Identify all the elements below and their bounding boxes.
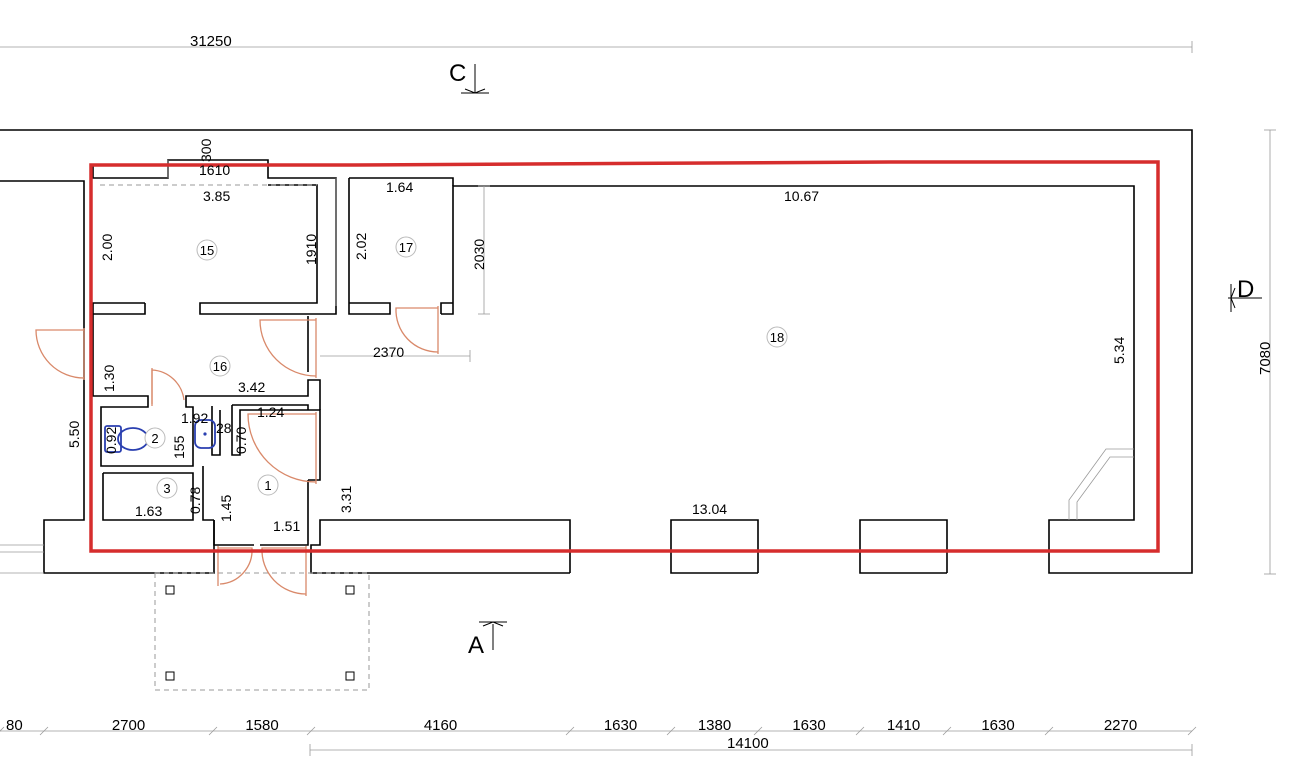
svg-text:17: 17	[399, 240, 413, 255]
outer-walls	[0, 129, 1193, 574]
bottom-segment-label: 4160	[424, 717, 457, 734]
bottom-segment-label: 1630	[981, 717, 1014, 734]
label-070: 0.70	[233, 427, 249, 454]
label-28: 28	[216, 420, 232, 436]
label-r16-width: 3.42	[238, 379, 265, 395]
room-number-16: 16	[209, 355, 231, 377]
label-r1-height: 1.45	[218, 495, 234, 522]
room-number-1: 1	[257, 474, 279, 496]
top-dimension: 31250	[0, 33, 1193, 53]
label-2370: 2370	[373, 344, 404, 360]
bottom-segment-label: 1380	[698, 717, 731, 734]
room-16-walls	[92, 314, 321, 546]
bottom-dimension-chain: 14100 80 2700 1580 4160 1630 1380 1630 1410 1630…	[0, 717, 1197, 756]
label-r17-height: 2.02	[353, 233, 369, 260]
bottom-segment-label: 80	[6, 717, 23, 734]
portico	[154, 572, 370, 691]
bottom-segment-label: 1410	[887, 717, 920, 734]
section-a-label: A	[468, 632, 484, 659]
label-r17-width: 1.64	[386, 179, 413, 195]
bottom-overall-label: 14100	[727, 735, 769, 752]
room-numbers: 15 16 17 18 1 2 3	[144, 236, 788, 499]
highlight-boundary	[89, 160, 1160, 553]
label-550: 5.50	[66, 421, 82, 448]
top-overall-label: 31250	[190, 33, 232, 50]
right-dimension: 7080	[1257, 129, 1276, 575]
label-r2-width: 1.92	[181, 410, 208, 426]
room-number-15: 15	[196, 239, 218, 261]
label-1910: 1910	[303, 234, 319, 265]
label-r1-width: 1.24	[257, 404, 284, 420]
dimension-labels: 300 1610 3.85 2.00 1910 1.64 2.02 2030 1…	[66, 138, 1127, 534]
bottom-segment-label: 1630	[792, 717, 825, 734]
label-r3-height: 0.78	[187, 487, 203, 514]
section-marker-a: A	[468, 621, 507, 659]
dimension-guides	[320, 178, 490, 362]
room-number-17: 17	[395, 236, 417, 258]
room-number-18: 18	[766, 326, 788, 348]
svg-text:15: 15	[200, 243, 214, 258]
svg-text:18: 18	[770, 330, 784, 345]
svg-text:2: 2	[151, 431, 158, 446]
sink-icon	[194, 419, 216, 449]
room-number-2: 2	[144, 427, 166, 449]
label-r18-width: 10.67	[784, 188, 819, 204]
label-r2-092: 0.92	[103, 427, 119, 454]
label-r18-height: 5.34	[1111, 337, 1127, 364]
svg-text:3: 3	[163, 481, 170, 496]
label-331: 3.31	[338, 486, 354, 513]
room-15-walls	[92, 159, 337, 315]
svg-text:1: 1	[264, 478, 271, 493]
bottom-segment-label: 1580	[245, 717, 278, 734]
right-overall-label: 7080	[1257, 342, 1274, 375]
bottom-segment-label: 2700	[112, 717, 145, 734]
section-c-label: C	[449, 60, 466, 87]
label-r15-width: 3.85	[203, 188, 230, 204]
section-marker-d: D	[1228, 276, 1262, 312]
room-17-walls	[348, 177, 454, 315]
label-r16-height: 1.30	[101, 365, 117, 392]
toilet-icon	[104, 425, 122, 453]
label-1610: 1610	[199, 162, 230, 178]
corner-ramp	[1068, 448, 1134, 520]
label-r3-width: 1.63	[135, 503, 162, 519]
label-2030: 2030	[471, 239, 487, 270]
label-155: 155	[171, 435, 187, 459]
bottom-segment-label: 1630	[604, 717, 637, 734]
label-300: 300	[198, 138, 214, 162]
label-r15-height: 2.00	[99, 234, 115, 261]
bottom-segment-label: 2270	[1104, 717, 1137, 734]
section-marker-c: C	[449, 60, 489, 94]
label-1304: 13.04	[692, 501, 727, 517]
label-r1-bottom: 1.51	[273, 518, 300, 534]
svg-text:16: 16	[213, 359, 227, 374]
section-d-label: D	[1237, 276, 1254, 303]
room-number-3: 3	[156, 477, 178, 499]
